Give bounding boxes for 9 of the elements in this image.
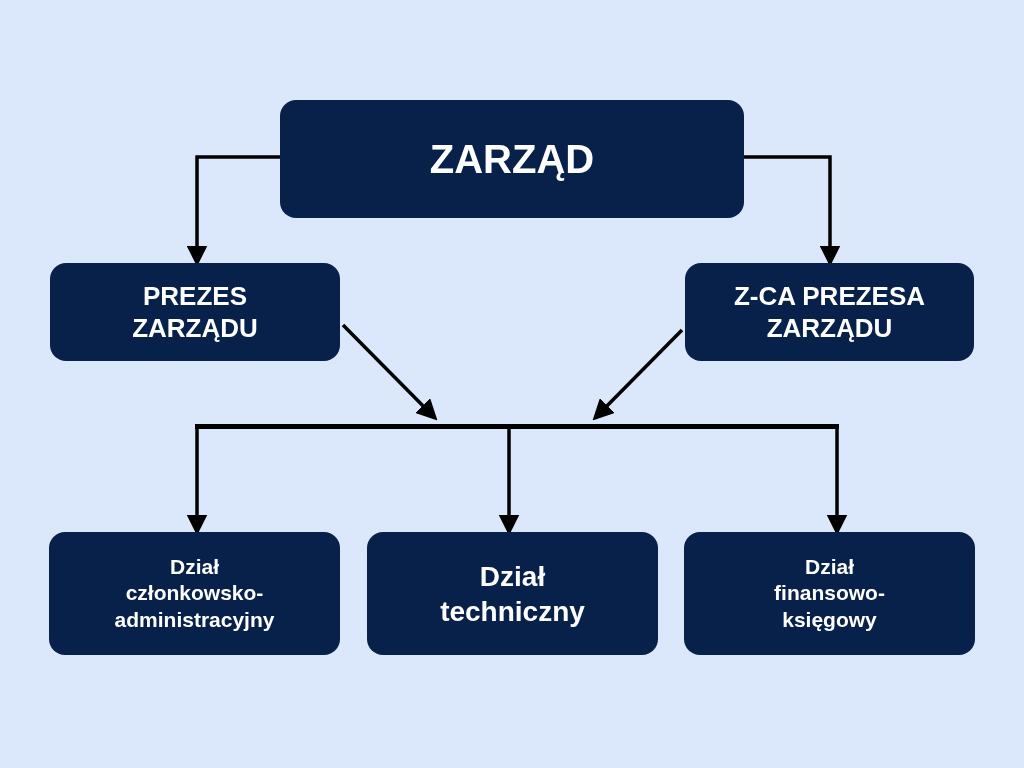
arrow [592,328,684,421]
org-box: ZARZĄD [280,100,744,218]
org-box: Dział finansowo-księgowy [684,532,975,655]
connector-bar [195,424,839,429]
arrow [341,323,438,421]
org-box: Dział techniczny [367,532,658,655]
org-box: PREZES ZARZĄDU [50,263,340,361]
org-box: Dział członkowsko-administracyjny [49,532,340,655]
org-box: Z-CA PREZESA ZARZĄDU [685,263,974,361]
